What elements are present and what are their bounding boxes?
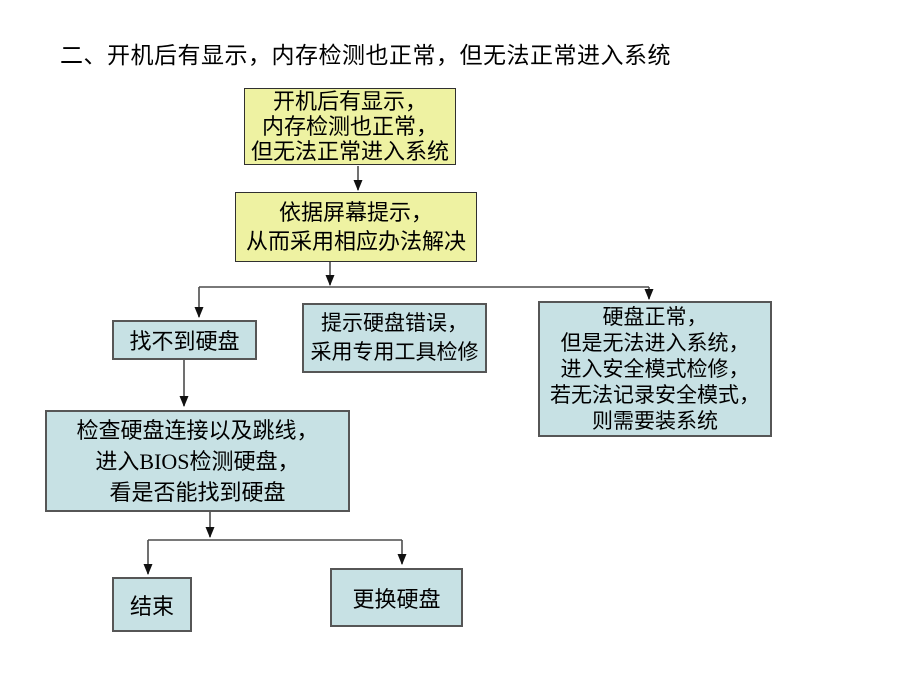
- node-check-bios: 检查硬盘连接以及跳线， 进入BIOS检测硬盘， 看是否能找到硬盘: [45, 410, 350, 512]
- node-start: 开机后有显示， 内存检测也正常， 但无法正常进入系统: [244, 88, 456, 165]
- node-action: 依据屏幕提示， 从而采用相应办法解决: [235, 192, 477, 262]
- slide-title: 二、开机后有显示，内存检测也正常，但无法正常进入系统: [60, 43, 671, 68]
- node-disk-error: 提示硬盘错误， 采用专用工具检修: [302, 303, 487, 373]
- node-not-found: 找不到硬盘: [112, 320, 257, 360]
- node-end: 结束: [112, 577, 192, 632]
- node-replace-disk: 更换硬盘: [330, 568, 463, 627]
- node-disk-ok: 硬盘正常， 但是无法进入系统， 进入安全模式检修， 若无法记录安全模式， 则需要…: [538, 301, 772, 437]
